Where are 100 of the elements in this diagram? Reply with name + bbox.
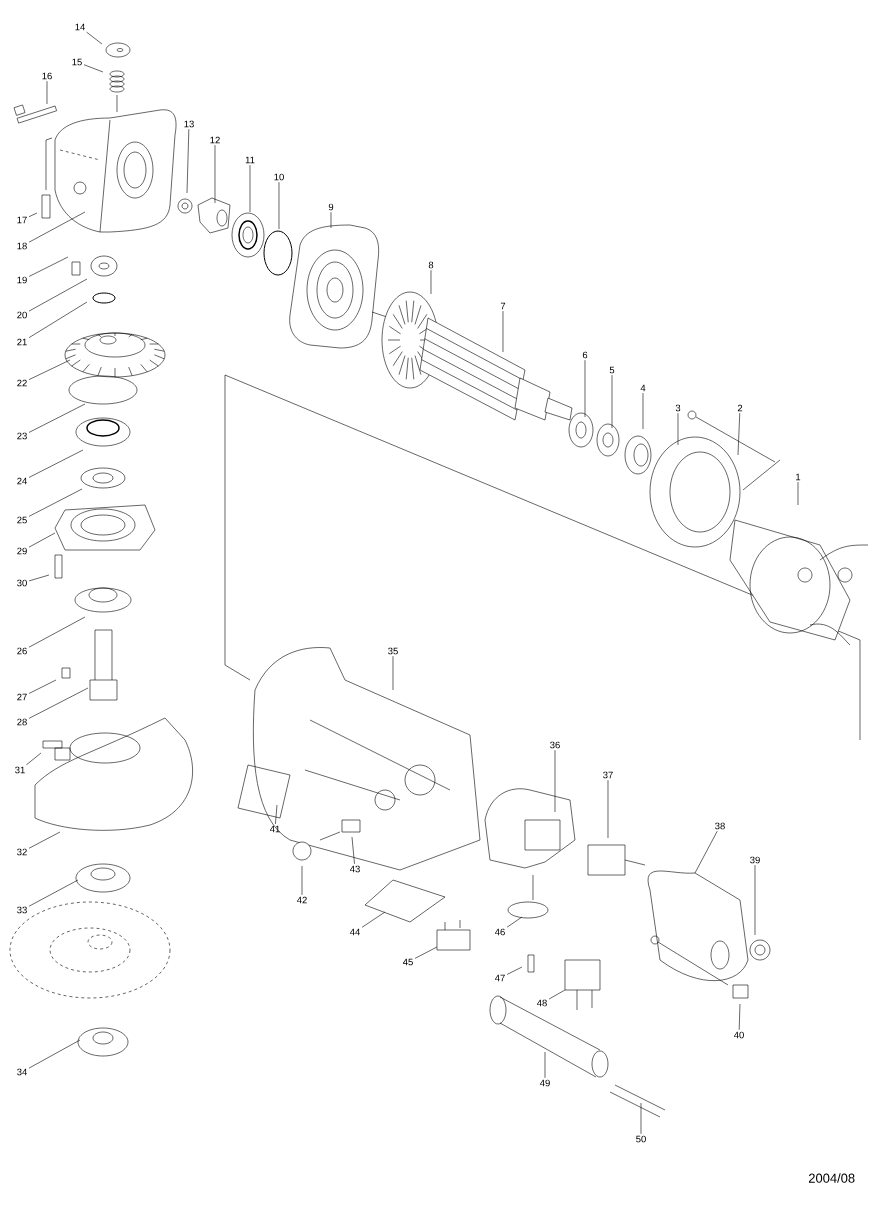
leader-line	[28, 574, 50, 582]
callout-number: 12	[210, 136, 220, 144]
callout-number: 39	[750, 856, 760, 864]
leader-line	[584, 359, 586, 418]
callout-number: 47	[494, 974, 505, 982]
leader-line	[28, 212, 38, 217]
leader-line	[28, 1039, 81, 1069]
leader-line	[28, 879, 79, 907]
callout-number: 48	[536, 999, 547, 1007]
callout-number: 17	[17, 216, 27, 224]
callout-number: 11	[245, 156, 255, 164]
callout-number: 38	[715, 822, 725, 830]
date-note: 2004/08	[808, 1173, 855, 1183]
leader-line	[26, 752, 42, 766]
leader-line	[301, 865, 303, 896]
callout-number: 8	[428, 261, 434, 269]
leader-line	[275, 804, 278, 825]
callout-number: 1	[796, 473, 801, 481]
callout-number: 46	[494, 928, 505, 936]
leader-line	[278, 181, 280, 230]
leader-line	[249, 164, 251, 213]
callout-number: 26	[17, 647, 27, 655]
leader-line	[392, 655, 394, 691]
leader-line	[214, 144, 216, 204]
leader-line	[694, 830, 718, 874]
callout-number: 35	[388, 647, 398, 655]
callout-number: 49	[539, 1079, 550, 1087]
callout-number: 32	[17, 848, 27, 856]
leader-line	[361, 911, 386, 928]
callout-number: 37	[603, 771, 613, 779]
callout-number: 29	[17, 547, 27, 555]
leader-line	[797, 481, 799, 506]
leader-line	[430, 269, 432, 295]
leader-line	[28, 278, 88, 312]
leader-line	[351, 836, 355, 865]
callout-number: 36	[550, 741, 560, 749]
leader-line	[28, 831, 61, 849]
callout-number: 50	[636, 1135, 646, 1143]
callout-number: 27	[17, 693, 27, 701]
leader-line	[86, 31, 103, 45]
callout-number: 13	[184, 120, 194, 128]
leader-line	[28, 301, 88, 338]
leader-line	[506, 916, 523, 928]
leader-line	[754, 864, 756, 936]
callout-number: 41	[269, 825, 280, 833]
callout-number: 23	[17, 432, 27, 440]
leader-line	[46, 80, 48, 105]
leader-line	[28, 532, 56, 548]
leader-line	[677, 412, 679, 446]
callout-number: 45	[402, 958, 413, 966]
callout-number: 22	[17, 379, 27, 387]
leader-line	[640, 1102, 642, 1135]
leader-line	[28, 687, 89, 719]
callout-number: 10	[274, 173, 284, 181]
leader-line	[642, 392, 644, 430]
callout-number: 28	[17, 718, 27, 726]
callout-number: 16	[42, 72, 52, 80]
leader-line	[28, 403, 86, 433]
callout-number: 30	[17, 579, 27, 587]
leader-line	[28, 359, 71, 380]
callout-number: 19	[17, 276, 27, 284]
callout-number: 15	[72, 58, 82, 66]
callout-number: 5	[609, 366, 615, 374]
leader-line	[28, 211, 86, 243]
leader-line	[28, 679, 57, 694]
leader-line	[28, 488, 83, 517]
leader-line	[506, 966, 523, 975]
leader-line	[738, 1003, 741, 1031]
callout-number: 40	[733, 1031, 744, 1039]
leader-line	[414, 946, 438, 959]
leader-line	[28, 616, 86, 648]
callout-number: 14	[75, 23, 85, 31]
leader-line	[502, 310, 504, 353]
leader-line	[28, 256, 69, 277]
callout-number: 3	[675, 404, 681, 412]
callout-number: 42	[296, 896, 307, 904]
callout-number: 33	[17, 906, 27, 914]
callout-number: 7	[500, 302, 506, 310]
leader-line	[28, 449, 84, 478]
callout-number: 2	[737, 404, 743, 412]
leader-line	[83, 64, 104, 73]
leader-line	[611, 374, 613, 429]
leader-line	[548, 989, 566, 1000]
callout-number: 21	[17, 338, 27, 346]
callout-number: 43	[349, 865, 360, 873]
callout-number: 34	[17, 1068, 27, 1076]
callout-number: 31	[15, 766, 25, 774]
leader-line	[544, 1051, 546, 1079]
callout-number: 4	[640, 384, 646, 392]
callout-number: 6	[582, 351, 588, 359]
leader-line	[330, 211, 332, 229]
leader-line	[554, 749, 556, 813]
callout-number: 20	[17, 311, 27, 319]
callout-number: 25	[17, 516, 27, 524]
leader-line	[737, 412, 741, 456]
leader-line	[186, 128, 190, 194]
leader-line	[607, 779, 609, 839]
callout-number: 18	[17, 242, 27, 250]
callout-number: 9	[328, 203, 334, 211]
callout-number: 44	[349, 928, 360, 936]
